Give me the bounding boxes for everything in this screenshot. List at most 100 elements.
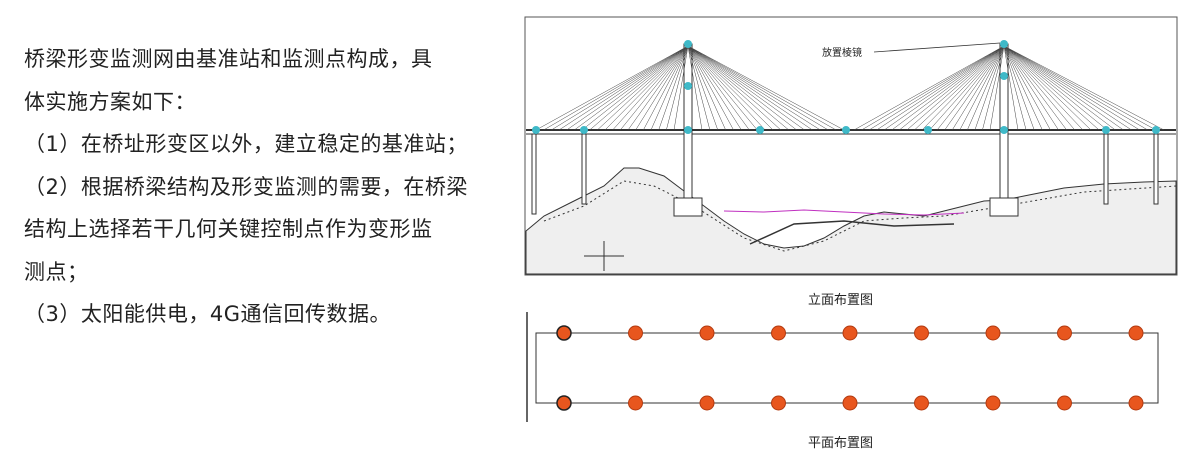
stay-cable: [543, 45, 689, 131]
stay-cable: [535, 45, 689, 131]
plan-outline: [535, 332, 1159, 404]
stay-cable: [1003, 45, 1092, 131]
elevation-caption: 立面布置图: [808, 293, 874, 308]
stay-cable: [597, 45, 689, 131]
stay-cable: [574, 45, 689, 131]
stay-cable: [687, 45, 789, 131]
prism-point: [842, 126, 850, 134]
stay-cable: [899, 45, 1005, 131]
stay-cable: [1003, 45, 1019, 131]
stay-cable: [861, 45, 1005, 131]
stay-cable: [967, 45, 1005, 131]
monitor-point: [914, 325, 929, 341]
riverbed-line: [749, 220, 955, 245]
plan-caption: 平面布置图: [808, 436, 874, 451]
stay-cable: [1003, 45, 1067, 131]
elevation-frame: [524, 16, 1178, 276]
description-text: 桥梁形变监测网由基准站和监测点构成，具 体实施方案如下： （1）在桥址形变区以外…: [24, 38, 504, 336]
monitor-point: [771, 325, 786, 341]
monitor-point: [842, 325, 858, 341]
stay-cable: [1003, 45, 1148, 131]
stay-cable: [687, 45, 703, 131]
bridge-figure: 放置棱镜 立面布置图 平面布置图: [524, 16, 1180, 461]
prism-point: [1000, 72, 1008, 80]
stay-cable: [1003, 45, 1140, 131]
stay-cable: [687, 45, 805, 131]
stay-cable: [936, 45, 1005, 131]
stay-cable: [1003, 45, 1100, 131]
stay-cable: [566, 45, 689, 131]
stay-cable: [906, 45, 1005, 131]
prism-point: [684, 82, 692, 90]
prism-point: [1152, 126, 1160, 134]
tower-right-footing: [989, 197, 1019, 217]
monitor-point: [1057, 325, 1072, 341]
stay-cable: [673, 45, 689, 131]
stay-cable: [1003, 45, 1043, 131]
stay-cable: [620, 45, 689, 131]
stay-cable: [581, 45, 689, 131]
stay-cable: [687, 45, 845, 131]
stay-cable: [687, 45, 734, 131]
text-line-7: （3）太阳能供电，4G通信回传数据。: [24, 302, 391, 326]
side-pier-4: [1153, 133, 1159, 205]
stay-cable: [589, 45, 689, 131]
plan-monitor-points: [556, 325, 1144, 411]
stay-cable: [687, 45, 821, 131]
stay-cable: [1003, 45, 1059, 131]
prism-point: [1102, 126, 1110, 134]
stay-cable: [687, 45, 726, 131]
monitor-point: [699, 325, 715, 341]
prism-point: [756, 126, 764, 134]
stay-cables: [535, 45, 1165, 131]
stay-cable: [876, 45, 1005, 131]
prism-point: [580, 126, 588, 134]
stay-cable: [914, 45, 1005, 131]
stay-cable: [921, 45, 1005, 131]
stay-cable: [974, 45, 1005, 131]
stay-cable: [1003, 45, 1165, 131]
stay-cable: [612, 45, 689, 131]
prism-point: [924, 126, 932, 134]
tower-right: [999, 43, 1009, 205]
annotation-line: [723, 209, 965, 216]
stay-cable: [551, 45, 689, 131]
stay-cable: [944, 45, 1005, 131]
stay-cable: [884, 45, 1005, 131]
text-line-2: 体实施方案如下：: [24, 89, 196, 114]
text-line-1: 桥梁形变监测网由基准站和监测点构成，具: [24, 47, 433, 71]
text-line-6: 测点；: [24, 259, 89, 284]
stay-cable: [982, 45, 1005, 131]
prism-point: [684, 40, 692, 48]
side-pier-2: [581, 133, 587, 205]
stay-cable: [687, 45, 782, 131]
stay-cable: [687, 45, 719, 131]
stay-cable: [1003, 45, 1124, 131]
monitor-point: [628, 325, 643, 341]
monitor-point: [842, 395, 858, 411]
stay-cable: [1003, 45, 1116, 131]
stay-cable: [687, 45, 829, 131]
monitor-point: [985, 395, 1001, 411]
stay-cable: [643, 45, 689, 131]
stay-cable: [853, 45, 1005, 131]
prism-point: [684, 126, 692, 134]
monitor-point: [1057, 395, 1072, 411]
stay-cable: [650, 45, 689, 131]
text-line-4: （2）根据桥梁结构及形变监测的需要，在桥梁: [24, 174, 468, 199]
stay-cable: [687, 45, 774, 131]
stay-cable: [687, 45, 766, 131]
stay-cable: [1003, 45, 1075, 131]
monitor-point: [985, 325, 1001, 341]
tower-left: [683, 43, 693, 205]
stay-cable: [666, 45, 689, 131]
prism-leader-line: [873, 42, 1001, 53]
stay-cable: [687, 45, 742, 131]
stay-cable: [1003, 45, 1084, 131]
side-pier-1: [531, 133, 537, 215]
stay-cable: [1003, 45, 1035, 131]
prism-point: [1000, 40, 1008, 48]
monitor-point: [1128, 325, 1144, 341]
monitor-point: [1128, 395, 1144, 411]
stay-cable: [1003, 45, 1051, 131]
